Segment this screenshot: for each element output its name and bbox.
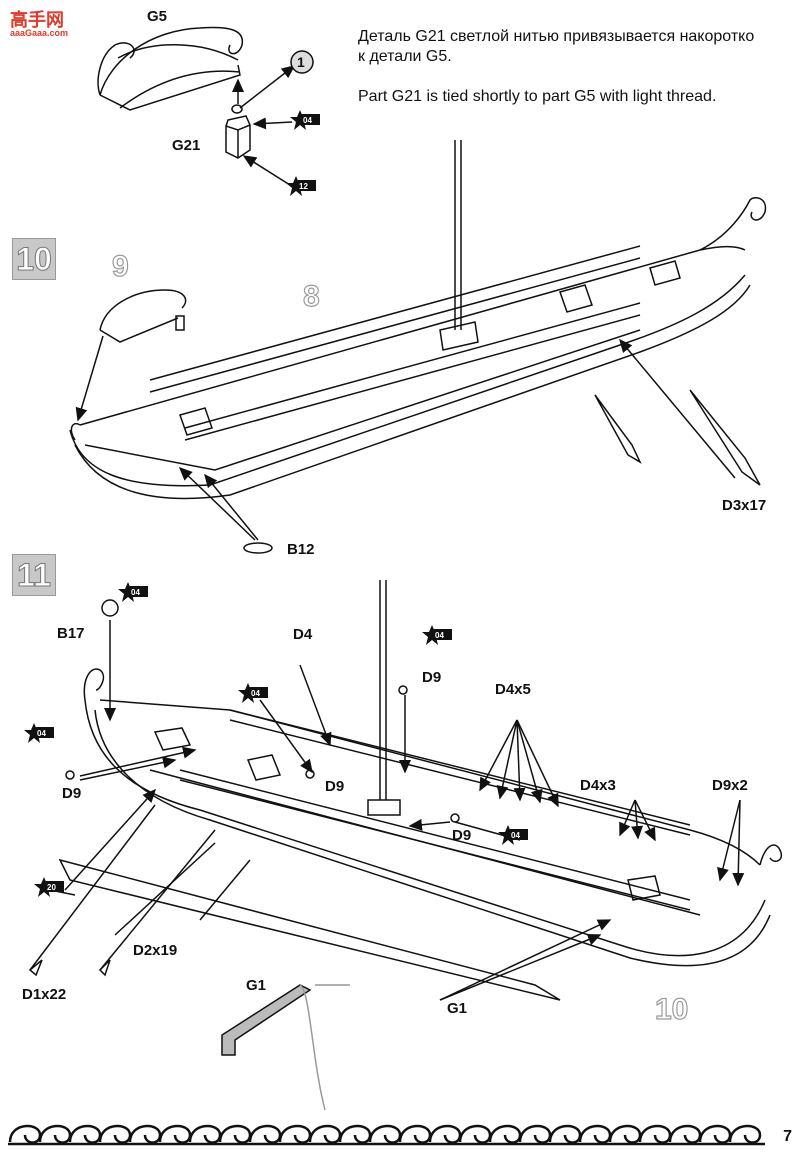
- step-number-10: 10: [12, 238, 56, 280]
- ghost-ornament-9: [99, 289, 187, 343]
- star-label: 04: [251, 689, 260, 698]
- star-badge: [34, 877, 64, 897]
- label-d9-top: D9: [422, 669, 442, 686]
- label-d2x19: D2x19: [133, 942, 178, 959]
- watermark-url: aaaGaaa.com: [10, 28, 69, 38]
- ghost-step-9: 9: [111, 249, 129, 283]
- star-label: 04: [37, 729, 46, 738]
- label-b12: B12: [287, 541, 315, 558]
- star-badge-labels: 04 12 04 04 04 04 04 20: [37, 116, 520, 892]
- g21-weight-drawing: [225, 104, 251, 159]
- star-badge: [118, 582, 148, 602]
- star-label: 04: [435, 631, 444, 640]
- label-d9-mid: D9: [325, 778, 345, 795]
- star-badge: [238, 683, 268, 703]
- star-label: 04: [131, 588, 140, 597]
- label-b17: B17: [57, 625, 85, 642]
- note-english: Part G21 is tied shortly to part G5 with…: [358, 88, 717, 105]
- star-badge: [498, 825, 528, 845]
- wave-border: [8, 1124, 765, 1146]
- ghost-step-10: 10: [654, 992, 689, 1026]
- note-russian: Деталь G21 светлой нитью привязывается н…: [358, 28, 755, 65]
- step10-ship-hull: [69, 140, 767, 554]
- star-label: 04: [303, 116, 312, 125]
- star-badge: [286, 176, 316, 196]
- circle-step-ref: 1: [297, 54, 305, 70]
- star-label: 12: [299, 182, 308, 191]
- label-d9x2: D9x2: [712, 777, 748, 794]
- star-badge: [24, 723, 54, 743]
- label-d1x22: D1x22: [22, 986, 67, 1003]
- label-d9-center: D9: [452, 827, 472, 844]
- watermark-text: 高手网: [10, 10, 64, 30]
- g5-part-drawing: [97, 26, 244, 111]
- step11-ship-hull: [28, 580, 782, 1111]
- label-g21: G21: [172, 137, 201, 154]
- label-g5: G5: [147, 8, 168, 25]
- star-badge: [422, 625, 452, 645]
- label-d4x3: D4x3: [580, 777, 616, 794]
- star-label: 04: [511, 831, 520, 840]
- label-d4: D4: [293, 626, 313, 643]
- label-d9-left: D9: [62, 785, 82, 802]
- step-number-11: 11: [12, 554, 56, 596]
- label-d3x17: D3x17: [722, 497, 767, 514]
- star-badges: [24, 110, 528, 897]
- label-g1-inset: G1: [246, 977, 267, 994]
- page-number: 7: [783, 1128, 792, 1145]
- star-label: 20: [47, 883, 56, 892]
- star-badge: [290, 110, 320, 130]
- label-g1: G1: [447, 1000, 468, 1017]
- ghost-step-8: 8: [302, 279, 320, 313]
- site-watermark-logo: 高手网 aaaGaaa.com: [10, 4, 70, 42]
- label-d4x5: D4x5: [495, 681, 531, 698]
